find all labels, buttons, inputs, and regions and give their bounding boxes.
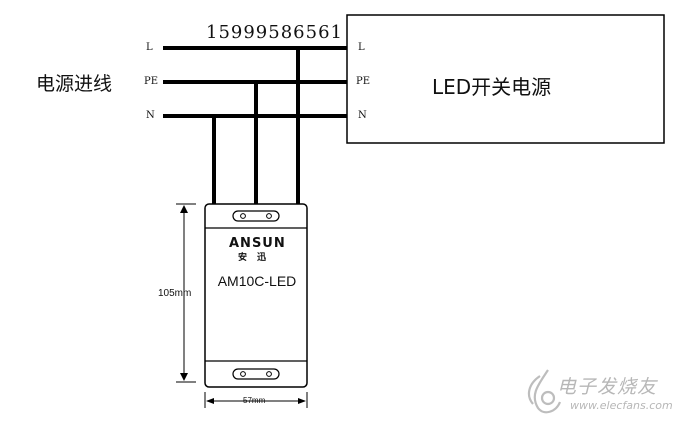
mount-slot-bottom: [232, 368, 280, 380]
psu-terminal-l: L: [358, 42, 365, 53]
watermark-logo-icon: [527, 369, 562, 414]
psu-box: [346, 14, 665, 144]
psu-terminal-n: N: [358, 110, 367, 121]
left-label-n: N: [146, 110, 155, 121]
device-model: AM10C-LED: [217, 273, 297, 289]
watermark-text-en: www.elecfans.com: [570, 399, 673, 412]
left-label-pe: PE: [144, 76, 159, 87]
brand-logo-cn: 安迅: [237, 253, 276, 263]
watermark-text-cn: 电子发烧友: [557, 376, 658, 398]
left-label-l: L: [146, 42, 153, 53]
phone-number: 15999586561: [206, 22, 343, 43]
height-dimension-label: 105mm: [158, 288, 192, 299]
power-input-label: 电源进线: [36, 73, 113, 95]
height-dimension: [176, 203, 196, 383]
width-dimension: [204, 392, 308, 408]
psu-title: LED开关电源: [432, 75, 552, 99]
width-dimension-label: 57mm: [243, 396, 266, 405]
brand-logo-en: ANSUN: [229, 236, 286, 251]
psu-terminal-pe: PE: [356, 76, 371, 87]
device-body: [204, 203, 308, 388]
mount-slot-top: [232, 210, 280, 222]
